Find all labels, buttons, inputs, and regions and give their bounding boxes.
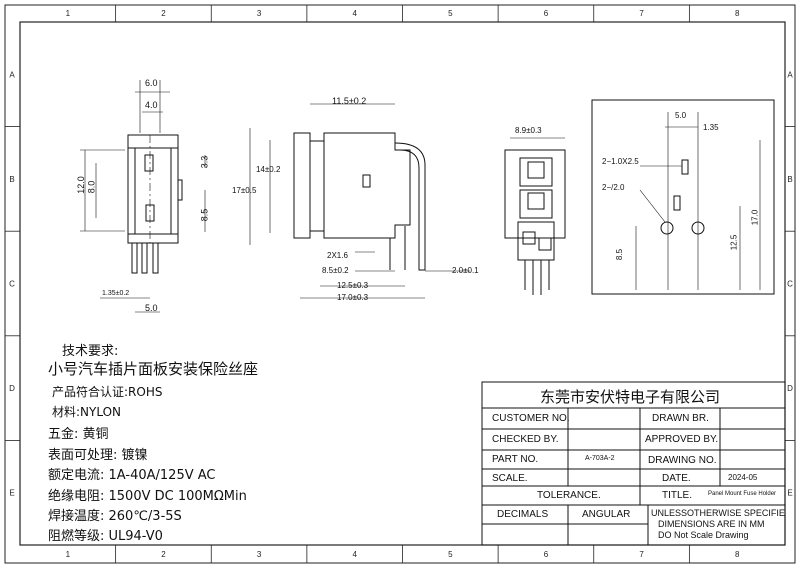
grid-row-label: D <box>787 384 793 393</box>
grid-row-label: A <box>9 70 15 79</box>
grid-col-label: 1 <box>66 9 71 18</box>
dim-front-height: 12.0 <box>75 176 86 194</box>
approved-by-label: APPROVED BY. <box>645 434 719 445</box>
dim-rear-top: 8.9±0.3 <box>515 126 542 135</box>
part-no-label: PART NO. <box>492 454 539 465</box>
tolerance-label: TOLERANCE. <box>537 490 601 501</box>
req-heading: 技术要求: <box>62 344 119 359</box>
dim-side-d4: 17.0±0.3 <box>337 293 369 302</box>
grid-col-label: 7 <box>639 550 644 559</box>
grid-col-label: 2 <box>161 9 166 18</box>
side-view <box>249 103 470 299</box>
req-rated: 额定电流: 1A-40A/125V AC <box>48 468 216 483</box>
req-cert: 产品符合认证:ROHS <box>52 385 163 399</box>
req-solder: 焊接温度: 260℃/3-5S <box>48 509 182 524</box>
dim-side-d1: 2X1.6 <box>327 251 348 260</box>
grid-col-label: 3 <box>257 550 262 559</box>
checked-by-label: CHECKED BY. <box>492 434 559 445</box>
note-scale: DO Not Scale Drawing <box>658 530 749 540</box>
dim-side-d3: 12.5±0.3 <box>337 281 369 290</box>
outer-border <box>4 4 796 564</box>
grid-row-label: A <box>787 70 793 79</box>
grid-col-label: 6 <box>544 550 549 559</box>
dim-cutout-a: 5.0 <box>675 111 687 120</box>
grid-row-label: E <box>9 489 14 498</box>
panel-cutout-view <box>591 99 775 295</box>
req-insulation: 绝缘电阻: 1500V DC 100MΩMin <box>48 489 247 504</box>
dim-front-inner-h: 8.0 <box>86 180 97 194</box>
company-name: 东莞市安伏特电子有限公司 <box>540 388 721 406</box>
dim-side-top: 11.5±0.2 <box>332 96 367 106</box>
req-material: 材料:NYLON <box>52 405 122 419</box>
dim-front-width: 6.0 <box>145 78 158 88</box>
title-value: Panel Mount Fuse Holder <box>708 491 777 497</box>
customer-no-label: CUSTOMER NO. <box>492 413 570 424</box>
req-product: 小号汽车插片面板安装保险丝座 <box>48 360 259 378</box>
dim-front-side: 8.5 <box>199 208 210 222</box>
note-dimensions: DIMENSIONS ARE IN MM <box>658 519 765 529</box>
dim-front-small: 3.3 <box>199 155 210 169</box>
drawn-by-label: DRAWN BR. <box>652 413 709 424</box>
date-value: 2024-05 <box>728 473 758 482</box>
dim-pin-pitch: 5.0 <box>145 303 158 313</box>
grid-col-label: 1 <box>66 550 71 559</box>
grid-col-label: 8 <box>735 9 740 18</box>
drawing-no-label: DRAWING NO. <box>648 455 717 466</box>
title-block-grid <box>481 381 786 546</box>
grid-col-label: 8 <box>735 550 740 559</box>
grid-col-label: 2 <box>161 550 166 559</box>
dim-pin-thk: 1.35±0.2 <box>102 290 130 297</box>
dim-side-d5: 2.0±0.1 <box>452 266 479 275</box>
front-view <box>80 80 206 313</box>
grid-col-label: 5 <box>448 550 453 559</box>
dim-side-h2: 17±0.5 <box>232 186 257 195</box>
grid-row-label: D <box>9 384 15 393</box>
dim-cutout-b: 1.35 <box>703 123 719 132</box>
angular-label: ANGULAR <box>582 509 631 520</box>
grid-col-label: 5 <box>448 9 453 18</box>
dim-front-inner: 4.0 <box>145 100 158 110</box>
req-surface: 表面可处理: 镀镍 <box>48 448 148 463</box>
grid-row-label: C <box>9 280 15 289</box>
grid-col-label: 6 <box>544 9 549 18</box>
date-label: DATE. <box>662 473 691 484</box>
dim-cutout-hole2: 2−/2.0 <box>602 183 625 192</box>
grid-row-label: B <box>9 175 14 184</box>
grid-col-label: 7 <box>639 9 644 18</box>
dim-cutout-h1: 8.5 <box>615 248 625 261</box>
req-metal: 五金: 黄铜 <box>48 427 109 442</box>
part-no-value: A-703A-2 <box>585 455 615 462</box>
dim-cutout-hole1: 2−1.0X2.5 <box>602 157 639 166</box>
grid-row-label: B <box>787 175 792 184</box>
dim-cutout-h2: 12.5 <box>729 234 739 251</box>
grid-col-label: 4 <box>352 550 357 559</box>
rear-view <box>504 137 566 295</box>
grid-zone-marks <box>5 5 795 563</box>
dim-side-h1: 14±0.2 <box>256 165 281 174</box>
note-unless: UNLESSOTHERWISE SPECIFIE <box>651 508 785 518</box>
grid-col-label: 3 <box>257 9 262 18</box>
req-flame: 阻燃等级: UL94-V0 <box>48 529 163 544</box>
dim-side-d2: 8.5±0.2 <box>322 266 349 275</box>
grid-col-label: 4 <box>352 9 357 18</box>
title-label: TITLE. <box>662 490 693 501</box>
scale-label: SCALE. <box>492 473 528 484</box>
dim-cutout-h3: 17.0 <box>750 209 760 226</box>
grid-row-label: C <box>787 280 793 289</box>
grid-row-label: E <box>787 489 792 498</box>
decimals-label: DECIMALS <box>497 509 549 520</box>
